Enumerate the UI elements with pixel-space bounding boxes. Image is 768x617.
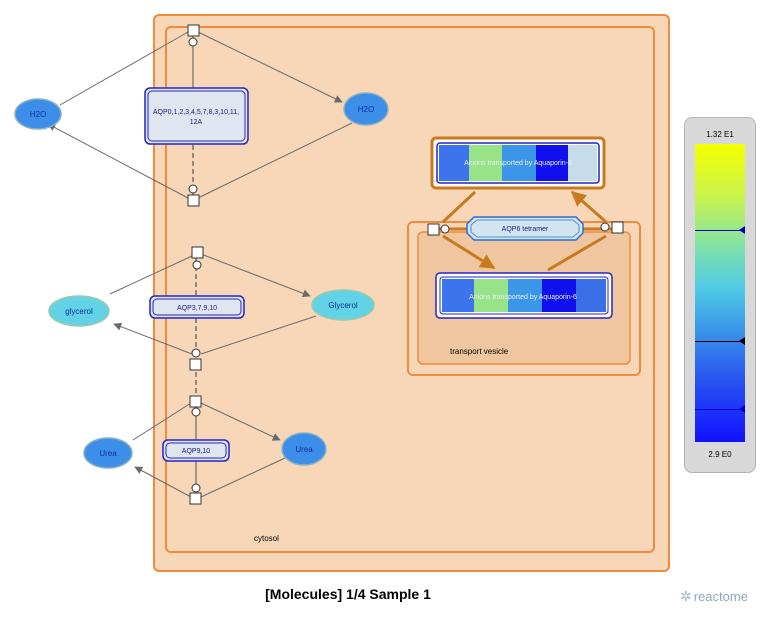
legend-marker-line: [695, 409, 745, 410]
aqp6-tetramer-label: AQP6 tetramer: [502, 226, 549, 233]
legend-marker-arrow-icon: [739, 226, 745, 234]
aqp6-reaction-output-node[interactable]: [611, 221, 624, 234]
legend-color-bar[interactable]: [695, 144, 745, 442]
aqp-urea-label: AQP9,10: [182, 448, 211, 455]
glycerol-left-molecule[interactable]: [48, 295, 110, 327]
cytosol-label: cytosol: [254, 534, 279, 543]
legend-marker-line: [695, 230, 745, 231]
anions-bottom-label: Anions transported by Aquaporin-6: [469, 294, 577, 301]
anions-bottom-cell-2: [474, 279, 508, 312]
glycerol-right-molecule[interactable]: [311, 289, 375, 321]
anions-bottom-cell-4: [542, 279, 576, 312]
glycerol-reaction: [109, 253, 317, 355]
glycerol-catalyst-circle-top: [192, 260, 202, 270]
aqp6-tetramer-complex[interactable]: [466, 216, 584, 241]
reactome-logo-icon: ✲: [680, 588, 692, 604]
anions-bottom-cell-5: [576, 279, 606, 312]
aqp6-catalyst-circle-right: [600, 222, 610, 232]
legend-marker-arrow-icon: [739, 337, 745, 345]
aqp-urea-complex-inner: [165, 442, 227, 459]
anions-bottom-cell-1: [442, 279, 474, 312]
h2o-catalyst-circle-top: [188, 37, 198, 47]
urea-reaction-output-node[interactable]: [189, 492, 202, 505]
anions-top-cell-3: [502, 145, 536, 181]
sample-title: [Molecules] 1/4 Sample 1: [265, 586, 431, 602]
glycerol-left-label: glycerol: [65, 307, 93, 316]
aqp-urea-complex[interactable]: [162, 439, 230, 462]
aqp-glycerol-complex-inner: [152, 298, 242, 316]
legend-marker-arrow-icon: [739, 405, 745, 413]
urea-left-molecule[interactable]: [83, 437, 133, 469]
urea-reaction: [132, 372, 286, 498]
urea-right-molecule[interactable]: [281, 432, 327, 466]
aqp-h2o-label-line2: 12A: [190, 119, 203, 126]
reactome-logo-text: reactome: [693, 589, 748, 604]
vesicle-label: transport vesicle: [450, 347, 509, 356]
glycerol-right-label: Glycerol: [328, 301, 358, 310]
aqp6-tetramer-complex-inner: [470, 219, 580, 238]
aqp6-reaction-input-node[interactable]: [427, 223, 440, 236]
urea-reaction-input-node[interactable]: [189, 395, 202, 408]
h2o-right-molecule[interactable]: [343, 92, 389, 126]
glycerol-reaction-input-node[interactable]: [191, 246, 204, 259]
anions-top-cell-4: [536, 145, 568, 181]
anions-top-label: Anions transported by Aquaporin-6: [464, 160, 572, 167]
aqp-h2o-label-line1: AQP0,1,2,3,4,5,7,8,3,10,11,: [153, 109, 239, 116]
legend-marker-line: [695, 341, 745, 342]
expression-legend: 1.32 E1 2.9 E0: [684, 117, 756, 473]
urea-right-label: Urea: [295, 445, 313, 454]
anions-top-cell-2: [469, 145, 502, 181]
urea-left-label: Urea: [99, 449, 117, 458]
aqp-h2o-complex[interactable]: [144, 87, 249, 145]
anions-top-cell-5: [568, 145, 597, 181]
legend-min-label: 2.9 E0: [708, 450, 732, 459]
glycerol-catalyst-circle-bottom: [191, 348, 201, 358]
h2o-right-label: H2O: [358, 105, 374, 114]
aqp6-catalyst-circle-left: [440, 224, 450, 234]
anions-bottom-complex[interactable]: [435, 272, 613, 319]
glycerol-reaction-output-node[interactable]: [189, 358, 202, 371]
h2o-reaction: [47, 30, 353, 200]
aqp-glycerol-complex[interactable]: [149, 295, 245, 319]
h2o-reaction-input-node[interactable]: [187, 24, 200, 37]
urea-catalyst-circle-top: [191, 407, 201, 417]
h2o-catalyst-circle-bottom: [188, 184, 198, 194]
reactome-logo[interactable]: ✲reactome: [680, 588, 748, 604]
urea-catalyst-circle-bottom: [191, 483, 201, 493]
h2o-left-molecule[interactable]: [14, 98, 62, 130]
anions-top-cell-1: [439, 145, 469, 181]
h2o-reaction-output-node[interactable]: [187, 194, 200, 207]
legend-max-label: 1.32 E1: [706, 130, 734, 139]
anions-bottom-cell-3: [508, 279, 542, 312]
aqp-h2o-complex-inner: [147, 90, 246, 142]
h2o-left-label: H2O: [30, 110, 46, 119]
aqp-glycerol-label: AQP3,7,9,10: [177, 305, 217, 312]
anions-top-complex[interactable]: [430, 136, 606, 190]
